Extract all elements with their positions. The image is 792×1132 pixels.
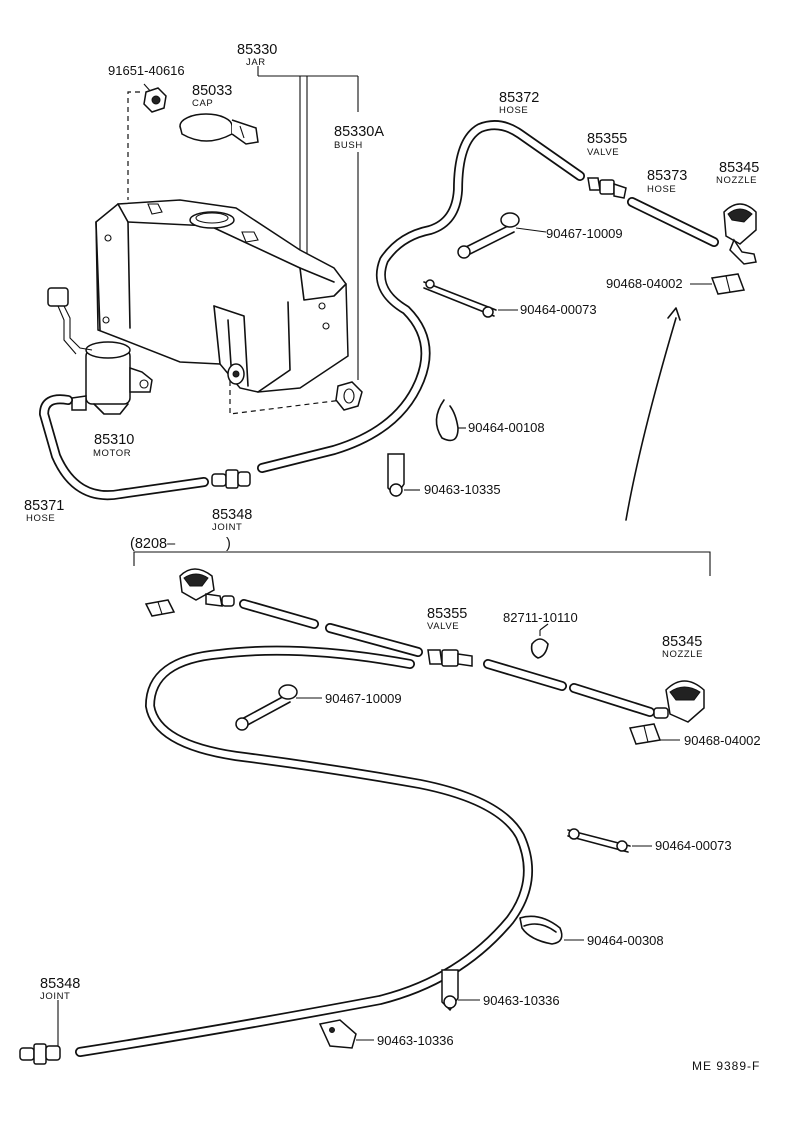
valve-upper xyxy=(587,177,627,199)
clip-left-lower xyxy=(144,599,176,617)
band-90464-00108 xyxy=(435,399,466,442)
clip-90468-upper xyxy=(690,273,746,295)
label-85348-lower: 85348 xyxy=(40,976,80,992)
label-85373: 85373 xyxy=(647,168,687,184)
label-hose-85373: HOSE xyxy=(647,184,676,195)
clip-90463-10336-b xyxy=(318,1019,374,1049)
label-85355-upper: 85355 xyxy=(587,131,627,147)
clamp-90467-upper xyxy=(457,212,547,259)
label-90463-10336-a: 90463-10336 xyxy=(483,993,560,1008)
label-cap: CAP xyxy=(192,98,213,109)
flow-arrow xyxy=(625,317,677,521)
bush xyxy=(335,381,363,411)
clip-right-lower xyxy=(628,723,680,745)
label-85345-lower: 85345 xyxy=(662,634,702,650)
hose-long-lower xyxy=(75,645,533,1057)
nozzle-left-lower xyxy=(179,568,235,607)
label-85330: 85330 xyxy=(237,42,277,58)
label-valve-lower: VALVE xyxy=(427,621,459,632)
label-90467-10009-lower: 90467-10009 xyxy=(325,691,402,706)
clip-90463-10336-a xyxy=(441,969,480,1012)
joint-upper xyxy=(211,469,251,489)
label-joint-upper: JOINT xyxy=(212,522,242,533)
joint-lower xyxy=(19,1000,61,1065)
label-90464-00073-lower: 90464-00073 xyxy=(655,838,732,853)
clamp-90467-lower xyxy=(235,684,322,731)
washer-jar xyxy=(95,199,349,393)
label-90464-00073-upper: 90464-00073 xyxy=(520,302,597,317)
label-hose-85371: HOSE xyxy=(26,513,55,524)
label-85371: 85371 xyxy=(24,498,64,514)
label-90468-04002-lower: 90468-04002 xyxy=(684,733,761,748)
nozzle-right-lower xyxy=(653,680,705,723)
label-8208-open: (8208– xyxy=(130,536,176,552)
label-85345-upper: 85345 xyxy=(719,160,759,176)
dashed-assembly-outline xyxy=(127,91,343,415)
label-bush: BUSH xyxy=(334,140,363,151)
label-90463-10336-b: 90463-10336 xyxy=(377,1033,454,1048)
label-90468-04002-upper: 90468-04002 xyxy=(606,276,683,291)
label-90467-10009-upper: 90467-10009 xyxy=(546,226,623,241)
label-85355-lower: 85355 xyxy=(427,606,467,622)
cap xyxy=(179,113,259,145)
label-90463-10335: 90463-10335 xyxy=(424,482,501,497)
label-85330A: 85330A xyxy=(334,124,384,140)
label-motor: MOTOR xyxy=(93,448,131,459)
nozzle-upper xyxy=(723,203,757,265)
label-nozzle-lower: NOZZLE xyxy=(662,649,703,660)
label-valve-upper: VALVE xyxy=(587,147,619,158)
label-jar: JAR xyxy=(246,57,266,68)
label-8208-close: ) xyxy=(226,536,231,552)
clip-82711-10110 xyxy=(530,623,549,659)
label-85372: 85372 xyxy=(499,90,539,106)
label-82711-10110: 82711-10110 xyxy=(503,610,578,625)
clamp-90464-00073-upper xyxy=(423,279,518,318)
bolt xyxy=(143,87,167,113)
clip-90463-10335 xyxy=(387,453,420,498)
reference-code: ME 9389-F xyxy=(692,1059,760,1073)
label-85348-upper: 85348 xyxy=(212,507,252,523)
jar-callout-lines xyxy=(143,66,359,380)
label-90464-00308: 90464-00308 xyxy=(587,933,664,948)
section-bracket xyxy=(133,551,711,576)
clamp-90464-00073-lower xyxy=(567,828,652,853)
label-hose-85372: HOSE xyxy=(499,105,528,116)
band-90464-00308 xyxy=(519,915,584,945)
label-nozzle-upper: NOZZLE xyxy=(716,175,757,186)
label-joint-lower: JOINT xyxy=(40,991,70,1002)
label-90464-00108: 90464-00108 xyxy=(468,420,545,435)
label-91651-40616: 91651-40616 xyxy=(108,63,185,78)
washer-motor xyxy=(47,287,153,415)
label-85033: 85033 xyxy=(192,83,232,99)
label-85310: 85310 xyxy=(94,432,134,448)
valve-lower xyxy=(427,649,473,667)
